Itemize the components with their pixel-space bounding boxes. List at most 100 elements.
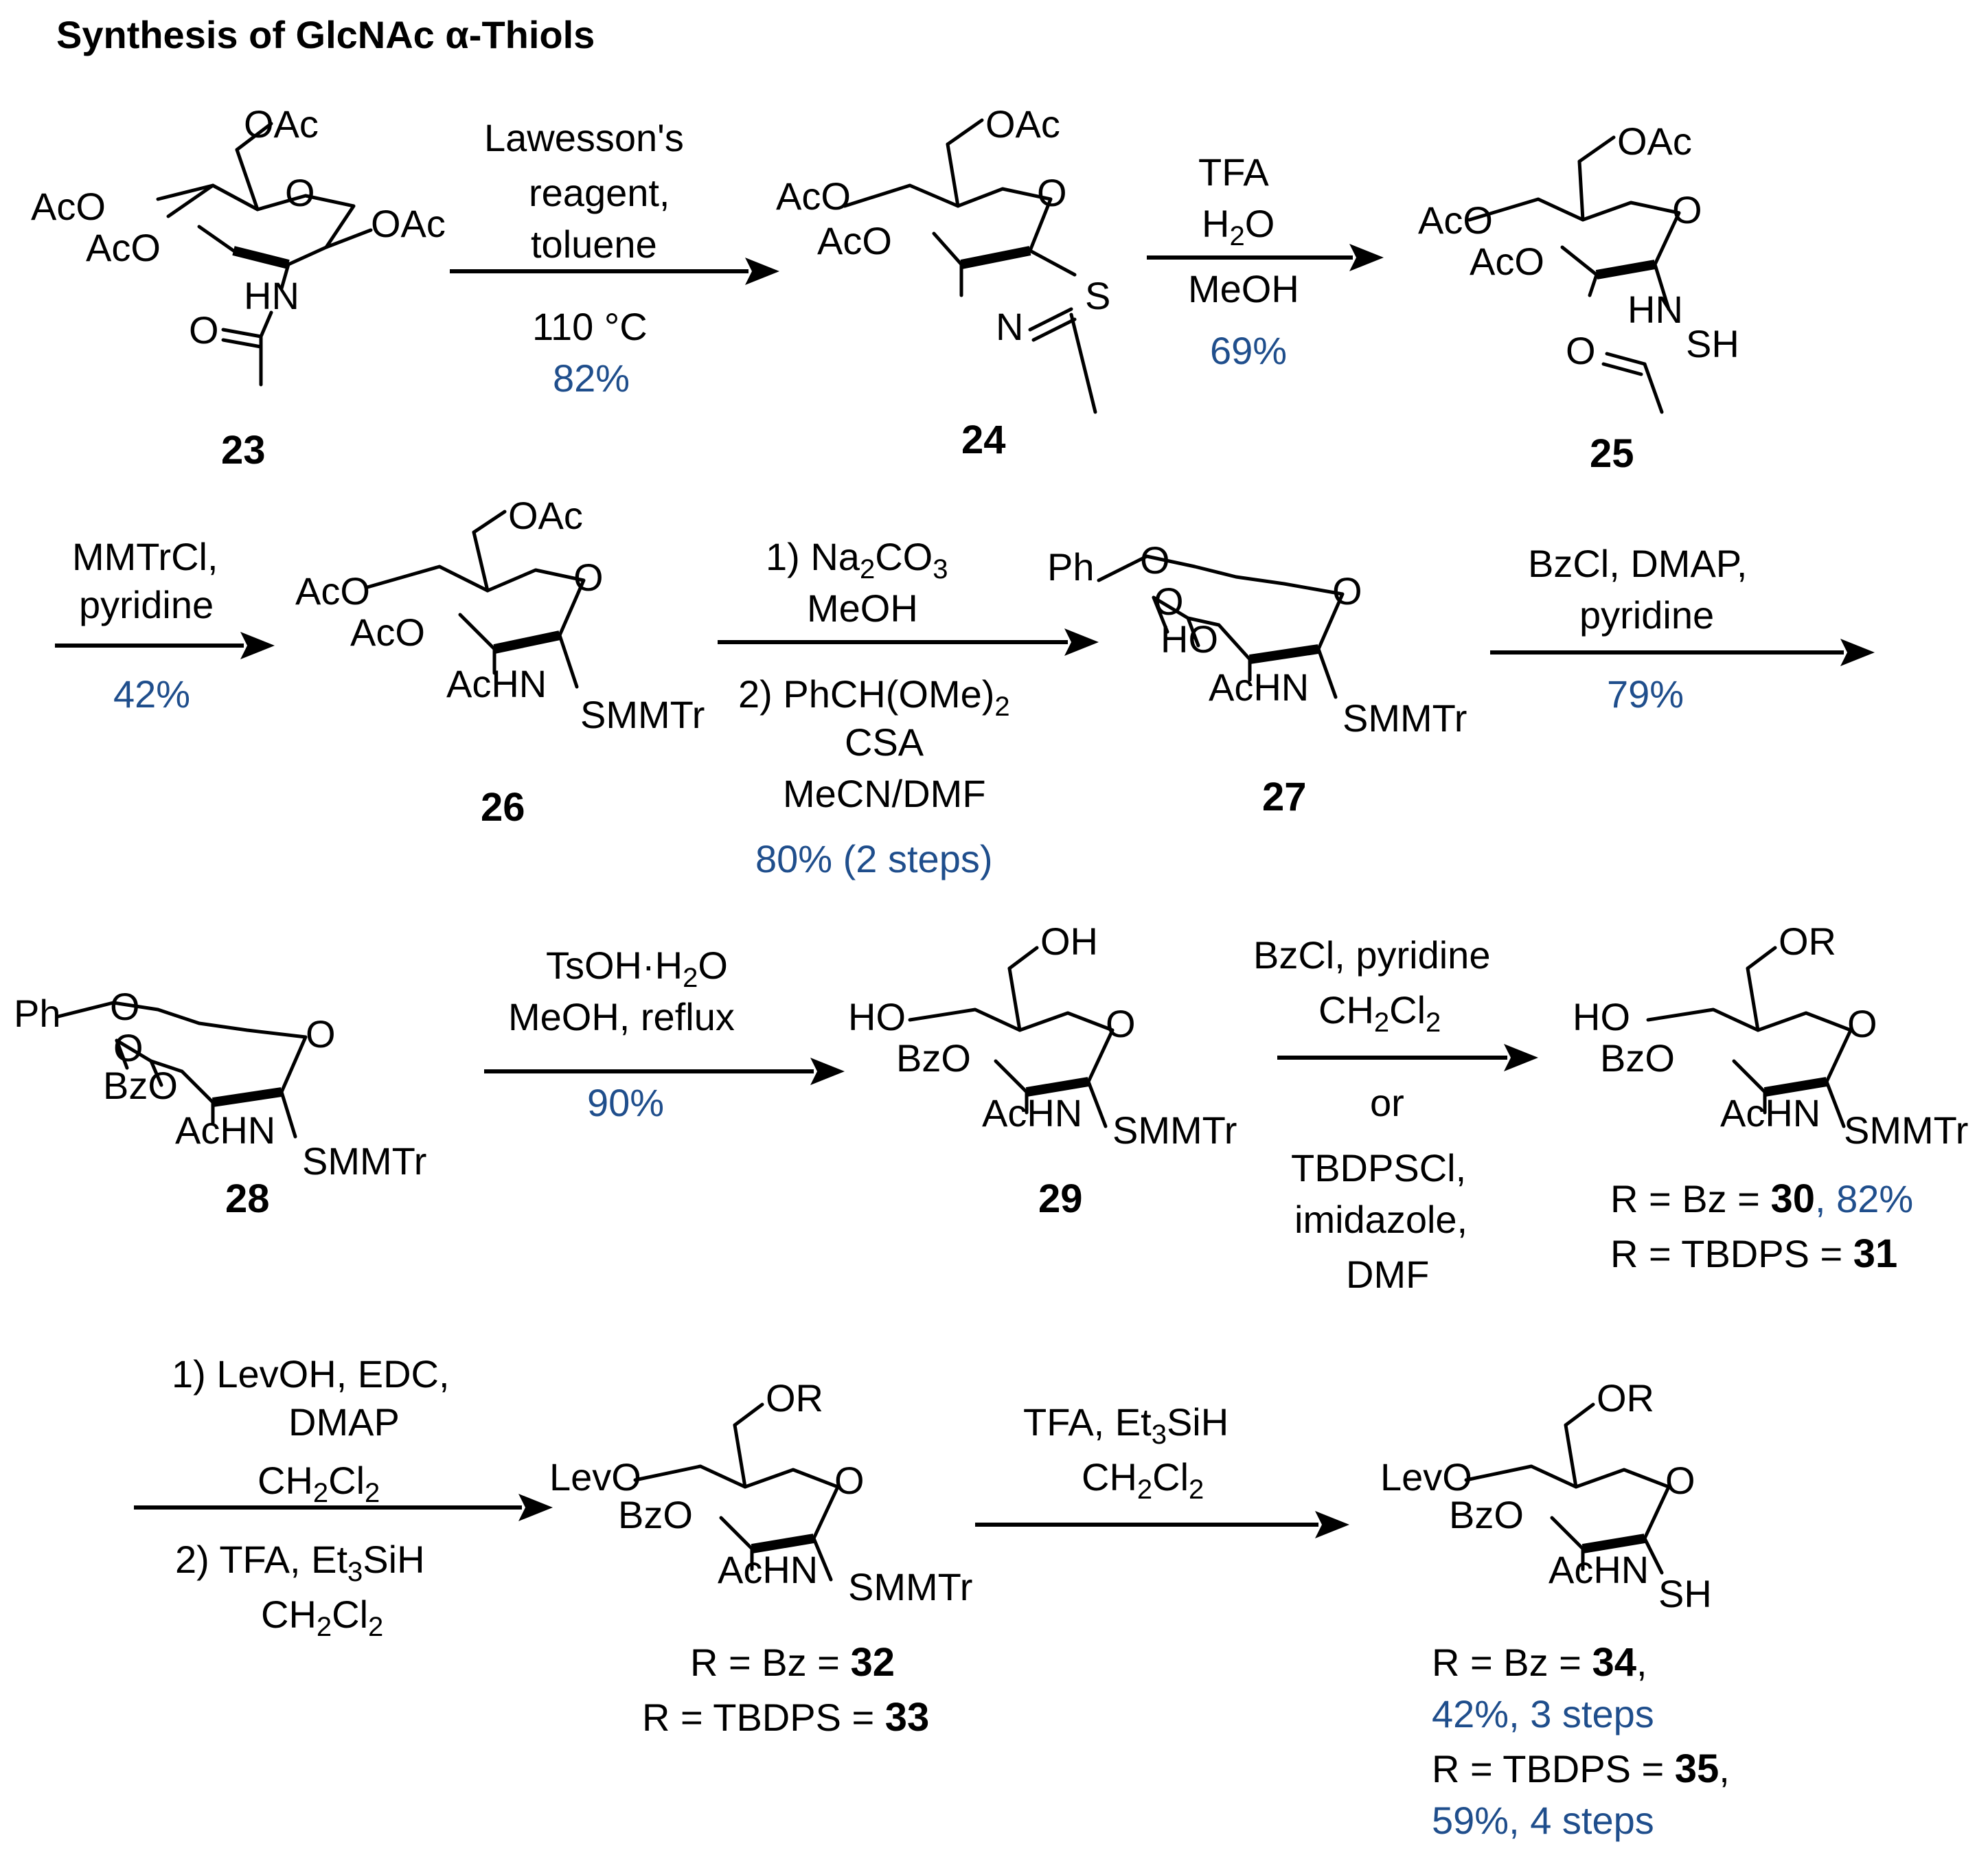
compound-28-label: 28 <box>225 1176 270 1221</box>
atom-ho-30: HO <box>1573 995 1630 1038</box>
product-31-line: R = TBDPS = 31 <box>1610 1231 1897 1276</box>
atom-aco-25a: AcO <box>1418 198 1493 242</box>
atom-achn-28: AcHN <box>175 1108 275 1152</box>
atom-aco-25b: AcO <box>1470 240 1544 283</box>
s2-line3: MeOH <box>1188 267 1299 310</box>
s3-line1: MMTrCl, <box>72 535 218 578</box>
compound-25-label: 25 <box>1590 431 1634 476</box>
atom-o-ring-25: O <box>1672 188 1702 231</box>
atom-o-ring-26: O <box>573 556 604 599</box>
s2-line1: TFA <box>1198 150 1269 194</box>
compound-23-label: 23 <box>221 428 266 473</box>
atom-or-30: OR <box>1779 920 1836 963</box>
s4-line4: CSA <box>845 720 924 764</box>
product-30-line: R = Bz = 30, 82% <box>1610 1176 1913 1221</box>
atom-smmtr-27: SMMTr <box>1343 696 1467 740</box>
s4-line2: MeOH <box>807 587 918 630</box>
atom-bzo-29: BzO <box>896 1036 971 1080</box>
compound-32-33-structure: OR LevO BzO O AcHN SMMTr <box>549 1376 972 1608</box>
s6-line1: TsOH·H2O <box>546 944 728 993</box>
atom-o-acetal-27b: O <box>1154 580 1184 623</box>
product-34-line: R = Bz = 34, <box>1432 1640 1647 1685</box>
atom-aco-24b: AcO <box>817 219 892 262</box>
atom-aco-26b: AcO <box>350 611 425 654</box>
atom-s-24: S <box>1085 274 1110 317</box>
atom-achn-27: AcHN <box>1209 665 1309 709</box>
s7-line1: BzCl, pyridine <box>1253 933 1490 977</box>
s8-line3: CH2Cl2 <box>258 1459 380 1508</box>
compound-28-structure: Ph O O O BzO AcHN SMMTr <box>14 985 426 1183</box>
atom-oac-23a: OAc <box>244 102 319 146</box>
compound-34-35-structure: OR LevO BzO O AcHN SH <box>1380 1376 1712 1615</box>
s1-line4: 110 °C <box>532 305 648 348</box>
p33-num: 33 <box>885 1695 930 1740</box>
p32-num: 32 <box>850 1640 895 1685</box>
s5-yield: 79% <box>1607 672 1684 716</box>
p35-comma: , <box>1719 1747 1730 1790</box>
s1-yield: 82% <box>553 356 630 400</box>
p30-prefix: R = Bz = <box>1610 1177 1770 1220</box>
s8-line1: 1) LevOH, EDC, <box>172 1352 450 1396</box>
compound-26-structure: OAc AcO AcO O AcHN SMMTr <box>295 494 705 736</box>
scheme-title: Synthesis of GlcNAc α-Thiols <box>56 13 595 56</box>
s3-yield: 42% <box>113 672 190 716</box>
compound-29-label: 29 <box>1038 1176 1083 1221</box>
atom-o-carbonyl-25: O <box>1566 329 1596 372</box>
reaction-arrow-3 <box>55 632 275 659</box>
p34-yield: 42%, 3 steps <box>1432 1692 1654 1735</box>
compound-29-structure: OH HO BzO O AcHN SMMTr <box>848 920 1237 1152</box>
s7-line5: imidazole, <box>1294 1198 1467 1241</box>
atom-or-32: OR <box>766 1376 823 1420</box>
p35-prefix: R = TBDPS = <box>1432 1747 1675 1790</box>
reaction-arrow-4 <box>718 628 1099 656</box>
compound-30-31-structure: OR HO BzO O AcHN SMMTr <box>1573 920 1968 1152</box>
atom-ho-29: HO <box>848 995 906 1038</box>
s7-line4: TBDPSCl, <box>1291 1146 1466 1190</box>
p33-prefix: R = TBDPS = <box>642 1696 885 1739</box>
atom-smmtr-26: SMMTr <box>580 693 705 736</box>
s1-line2: reagent, <box>529 171 670 214</box>
s3-line2: pyridine <box>79 583 214 626</box>
s5-line2: pyridine <box>1579 593 1714 637</box>
p30-yield: , 82% <box>1815 1177 1913 1220</box>
atom-o-acetal-27a: O <box>1140 538 1170 582</box>
atom-oac-23b: OAc <box>371 202 446 245</box>
atom-smmtr-30: SMMTr <box>1844 1108 1968 1152</box>
atom-o-ring-30: O <box>1847 1002 1877 1045</box>
atom-o-ring-29: O <box>1106 1002 1136 1045</box>
atom-hn-25: HN <box>1627 288 1683 331</box>
atom-hn-23: HN <box>244 274 299 317</box>
atom-smmtr-28: SMMTr <box>302 1139 426 1183</box>
atom-smmtr-29: SMMTr <box>1112 1108 1237 1152</box>
atom-levo-34: LevO <box>1380 1455 1472 1499</box>
s1-line3: toluene <box>531 223 657 266</box>
s4-line5: MeCN/DMF <box>783 772 986 815</box>
atom-ph-27: Ph <box>1047 545 1095 589</box>
compound-27-structure: Ph O O O HO AcHN SMMTr <box>1047 538 1467 740</box>
p31-prefix: R = TBDPS = <box>1610 1232 1853 1275</box>
atom-aco-23a: AcO <box>31 185 106 228</box>
atom-o-ring-23: O <box>285 171 315 214</box>
p35-num: 35 <box>1675 1746 1719 1791</box>
atom-o-acetal-28a: O <box>110 985 140 1028</box>
atom-oac-26: OAc <box>508 494 583 537</box>
s7-line6: DMF <box>1346 1253 1429 1296</box>
atom-bzo-30: BzO <box>1600 1036 1675 1080</box>
reaction-arrow-8 <box>134 1494 553 1521</box>
atom-o-acetal-28b: O <box>113 1026 144 1069</box>
atom-aco-23b: AcO <box>86 226 161 269</box>
atom-aco-24a: AcO <box>776 174 851 218</box>
s2-yield: 69% <box>1210 329 1287 372</box>
atom-bzo-34: BzO <box>1449 1493 1524 1536</box>
atom-o-ring-34: O <box>1665 1459 1695 1502</box>
product-32-line: R = Bz = 32 <box>690 1640 895 1685</box>
p32-prefix: R = Bz = <box>690 1641 850 1684</box>
s6-line2: MeOH, reflux <box>508 995 735 1038</box>
compound-25-structure: OAc AcO AcO O HN SH O <box>1418 120 1739 414</box>
reaction-arrow-9 <box>975 1511 1349 1538</box>
atom-bzo-28: BzO <box>103 1064 178 1107</box>
p35-yield: 59%, 4 steps <box>1432 1799 1654 1842</box>
atom-levo-32: LevO <box>549 1455 641 1499</box>
atom-achn-29: AcHN <box>982 1091 1082 1135</box>
